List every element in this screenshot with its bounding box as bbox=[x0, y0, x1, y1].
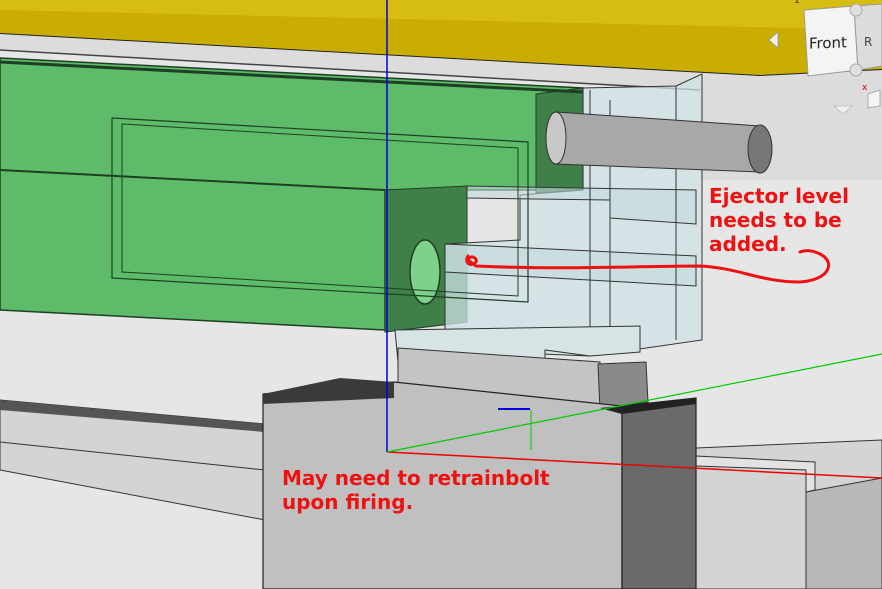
green-body-topedge bbox=[0, 60, 584, 94]
translucent-slot-2 bbox=[444, 243, 697, 287]
navcube-axis-x-label: x bbox=[862, 83, 868, 93]
retrain-annotation: May need to retrainbolt upon firing. bbox=[282, 466, 550, 514]
ejector-annotation: Ejector level needs to be added. bbox=[709, 184, 849, 256]
axis-x-line bbox=[386, 451, 882, 479]
grey-pin-right-end bbox=[747, 124, 773, 174]
retrain-annotation-line: May need to retrainbolt bbox=[282, 466, 550, 490]
ejector-annotation-line: needs to be bbox=[709, 208, 842, 232]
lower-rail-line bbox=[0, 441, 266, 471]
yellow-body-highlight bbox=[0, 0, 882, 30]
cube-view-icon[interactable] bbox=[866, 88, 882, 110]
retrain-annotation-line: upon firing. bbox=[282, 490, 414, 514]
translucent-inner-box bbox=[111, 117, 529, 303]
lower-rail-right-block[interactable] bbox=[805, 477, 882, 589]
chevron-left-icon[interactable] bbox=[766, 30, 780, 50]
grey-housing-top[interactable] bbox=[0, 34, 882, 180]
grey-block-lower-topright bbox=[600, 398, 696, 414]
sketch-stroke bbox=[465, 249, 831, 284]
green-body-hole[interactable] bbox=[409, 239, 441, 305]
navcube-face-label[interactable]: Front bbox=[809, 33, 847, 53]
grey-block-middle-side bbox=[597, 361, 649, 411]
navcube-right-face[interactable] bbox=[853, 3, 882, 71]
navcube-right-label: R bbox=[864, 35, 872, 49]
green-body-edge bbox=[0, 169, 386, 191]
chevron-down-icon[interactable] bbox=[832, 104, 854, 116]
grey-housing-edge bbox=[0, 49, 701, 91]
lower-rail-left-top bbox=[0, 400, 265, 432]
grey-block-lower-top bbox=[263, 378, 394, 404]
translucent-inner-box-2 bbox=[121, 123, 519, 297]
ejector-annotation-line: added. bbox=[709, 232, 787, 256]
ejector-annotation-line: Ejector level bbox=[709, 184, 849, 208]
navigation-cube[interactable]: R bbox=[798, 0, 882, 90]
grey-pin-left-end bbox=[545, 111, 567, 165]
navcube-axis-z-label: z bbox=[795, 0, 800, 6]
axis-y-line bbox=[386, 353, 882, 453]
navcube-corner-dot-2 bbox=[849, 63, 863, 77]
grey-block-lower-right[interactable] bbox=[621, 397, 697, 589]
navcube-corner-dot bbox=[849, 3, 863, 17]
